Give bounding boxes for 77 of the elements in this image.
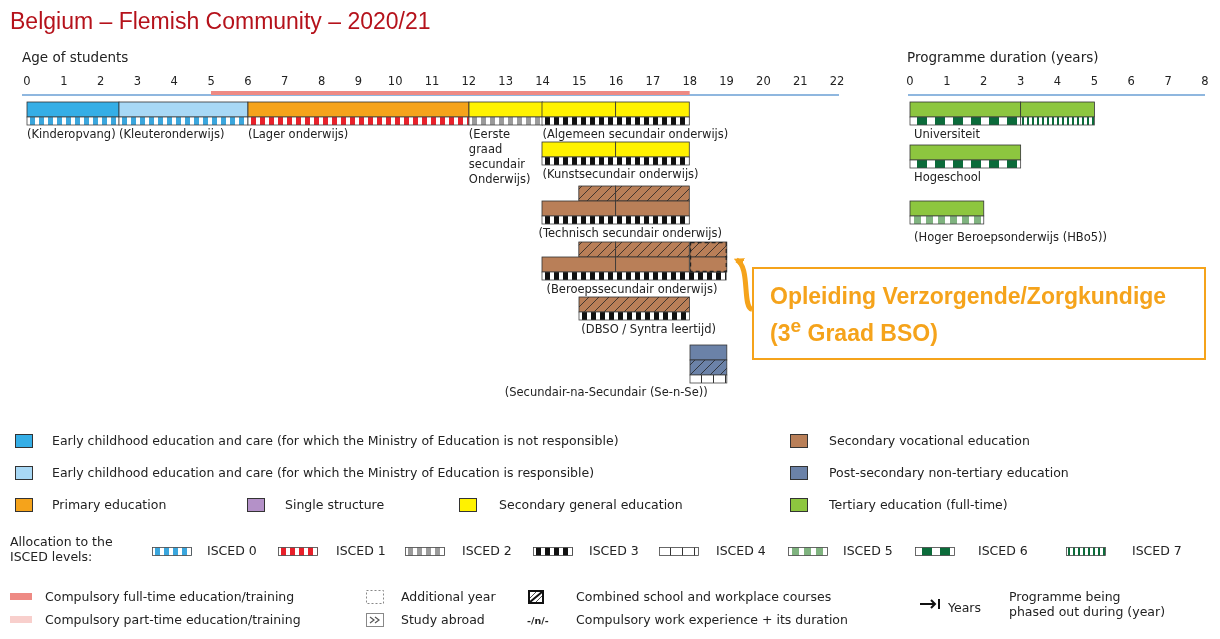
axis-tick-label: 4 [1053, 74, 1062, 89]
legend-text: Secondary general education [499, 497, 683, 512]
legend-text: ISCED 7 [1132, 543, 1182, 558]
axis-tick-label: 3 [133, 74, 142, 89]
legend-text: Tertiary education (full-time) [829, 497, 1008, 512]
axis-tick-label: 20 [756, 74, 771, 89]
axis-tick-label: 0 [23, 74, 31, 89]
programme-label: (Secundair-na-Secundair (Se-n-Se)) [504, 385, 709, 400]
legend-text: Combined school and workplace courses [576, 589, 832, 604]
legend-text: ISCED 4 [716, 543, 766, 558]
axis-tick-label: 11 [424, 74, 440, 89]
axis-title: Age of students [22, 50, 129, 65]
axis-tick-label: 10 [387, 74, 403, 89]
programme-label: (Hoger Beroepsonderwijs (HBo5)) [914, 230, 1107, 245]
programme-label: (DBSO / Syntra leertijd) [581, 322, 716, 337]
legend-text: Additional year [401, 589, 496, 604]
legend-text: Years [948, 600, 981, 615]
axis-tick-label: 8 [317, 74, 326, 89]
programme-label: (Kunstsecundair onderwijs) [542, 167, 699, 182]
axis-tick-label: 3 [1016, 74, 1025, 89]
axis-tick-label: 13 [498, 74, 513, 89]
legend-text: ISCED 2 [462, 543, 512, 558]
axis-tick-label: 22 [829, 74, 845, 89]
legend-text: ISCED 1 [336, 543, 386, 558]
legend-text: Secondary vocational education [829, 433, 1030, 448]
programme-label: (Beroepssecundair onderwijs) [546, 282, 719, 297]
callout-text: Opleiding Verzorgende/Zorgkundige (3$^{e}$ Graad BSO) [770, 282, 1168, 348]
programme-label: (Kleuteronderwijs) [119, 127, 226, 142]
axis-tick-label: 2 [96, 74, 105, 89]
axis-tick-label: 2 [980, 74, 988, 89]
legend-text: Study abroad [401, 612, 485, 627]
programme-label: (Technisch secundair onderwijs) [538, 226, 723, 241]
axis-tick-label: 18 [682, 74, 698, 89]
axis-tick-label: 6 [1127, 74, 1135, 89]
programme-label: Hogeschool [914, 170, 982, 185]
legend-text: Compulsory full-time education/training [45, 589, 295, 604]
legend-text: Primary education [52, 497, 167, 512]
axis-tick-label: 0 [906, 74, 914, 89]
axis-tick-label: 12 [461, 74, 477, 89]
callout-arrow [734, 257, 754, 312]
axis-tick-label: 15 [572, 74, 587, 89]
legend-text: Programme being phased out during (year) [1009, 589, 1166, 619]
axis-tick-label: 5 [207, 74, 215, 89]
legend-text: Post-secondary non-tertiary education [829, 465, 1069, 480]
axis-tick-label: 6 [244, 74, 252, 89]
programme-label: (Eerste graad secundair Onderwijs) [468, 127, 532, 187]
programme-label: Universiteit [914, 127, 981, 142]
diagram-title: Belgium – Flemish Community – 2020/21 [10, 7, 431, 36]
axis-tick-label: 19 [719, 74, 734, 89]
axis-tick-label: 5 [1090, 74, 1099, 89]
axis-tick-label: 16 [608, 74, 624, 89]
legend-text: ISCED 3 [589, 543, 639, 558]
work-experience-symbol: -/n/- [527, 614, 549, 628]
programme-label: (Lager onderwijs) [247, 127, 350, 142]
axis-tick-label: 7 [1164, 74, 1172, 89]
legend-heading: Allocation to the ISCED levels: [10, 534, 114, 564]
legend-text: ISCED 5 [843, 543, 893, 558]
programme-label: (Algemeen secundair onderwijs) [542, 127, 729, 142]
legend-text: ISCED 6 [978, 543, 1028, 558]
programme-label: (Kinderopvang) [27, 127, 117, 142]
axis-tick-label: 1 [943, 74, 951, 89]
callout-box [752, 267, 1206, 360]
axis-tick-label: 8 [1201, 74, 1209, 89]
legend-text: ISCED 0 [207, 543, 257, 558]
axis-tick-label: 17 [645, 74, 661, 89]
axis-tick-label: 9 [354, 74, 363, 89]
axis-title: Programme duration (years) [907, 50, 1099, 65]
axis-tick-label: 7 [281, 74, 289, 89]
legend-text: Early childhood education and care (for which the Ministry of Education is not responsible) [52, 433, 619, 448]
axis-tick-label: 21 [792, 74, 808, 89]
legend-text: Compulsory work experience + its duration [576, 612, 848, 627]
axis-tick-label: 4 [170, 74, 178, 89]
legend-text: Single structure [285, 497, 385, 512]
axis-tick-label: 14 [535, 74, 550, 89]
axis-tick-label: 1 [60, 74, 68, 89]
legend-text: Compulsory part-time education/training [45, 612, 301, 627]
legend-text: Early childhood education and care (for which the Ministry of Education is responsible) [52, 465, 595, 480]
